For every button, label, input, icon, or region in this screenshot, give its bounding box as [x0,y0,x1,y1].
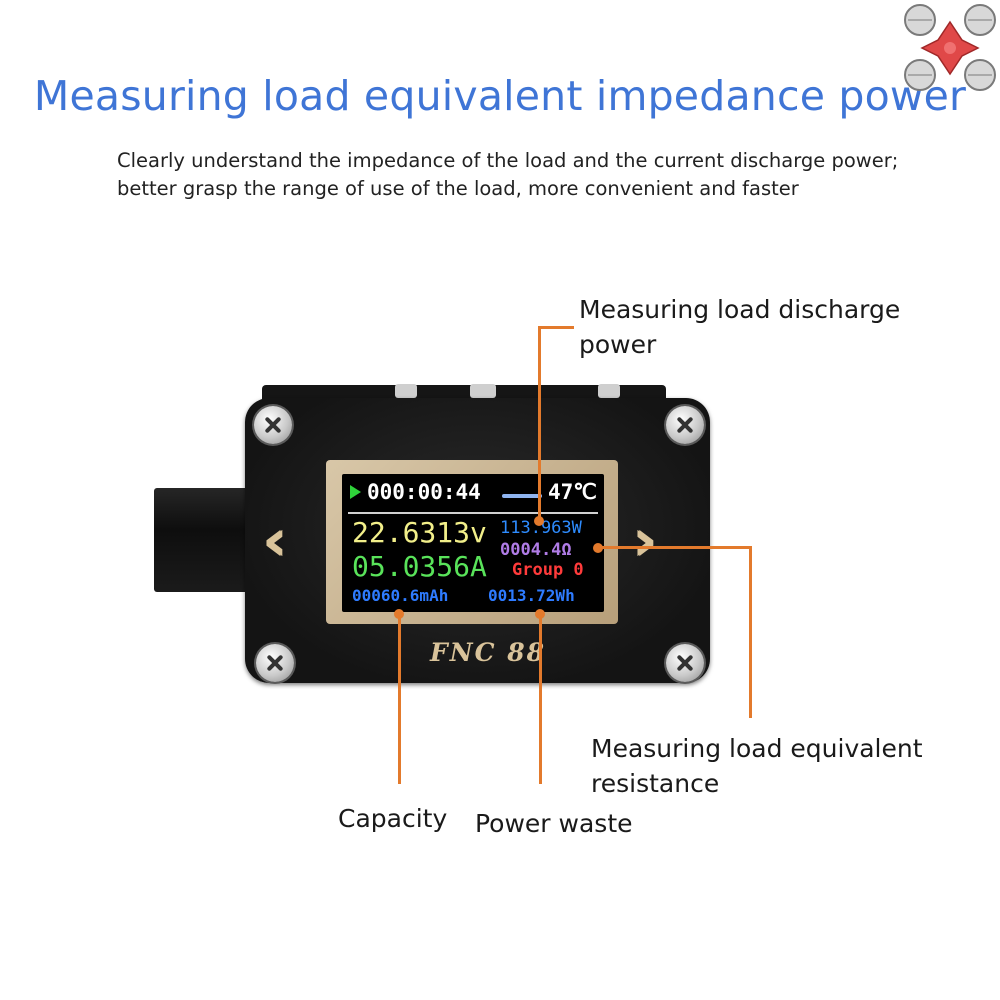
callout-dot-power [534,516,544,526]
status-bar-indicator [502,494,542,498]
screen-divider [348,512,598,514]
page-title: Measuring load equivalent impedance powe… [33,72,967,120]
side-button [395,384,417,398]
callout-line-resistance [598,546,752,549]
callout-power-waste: Power waste [475,809,633,838]
play-icon [350,485,361,499]
callout-capacity: Capacity [338,804,448,833]
timer-readout: 000:00:44 [367,480,481,504]
energy-readout: 0013.72Wh [488,586,575,605]
group-readout: Group 0 [512,560,584,580]
callout-line-power [538,326,541,521]
voltage-readout: 22.6313v [352,516,487,549]
screw-icon [666,406,704,444]
chevron-left-icon: ‹‹ [262,506,287,574]
device-brand-label: FNC 88 [430,638,546,667]
drone-logo-icon [904,4,996,91]
resistance-readout: 0004.4Ω [500,540,572,560]
callout-equivalent-resistance: Measuring load equivalent resistance [591,734,923,798]
current-readout: 05.0356A [352,550,487,583]
side-button [470,384,496,398]
callout-line-resistance [749,546,752,718]
usb-type-c-plug [154,488,254,592]
side-button [598,384,620,398]
lcd-screen: 000:00:44 47℃ 22.6313v 05.0356A 113.963W… [342,474,604,612]
chevron-right-icon: ›› [632,506,657,574]
capacity-readout: 00060.6mAh [352,586,449,605]
callout-discharge-power: Measuring load discharge power [579,295,901,359]
screw-icon [666,644,704,682]
screw-icon [256,644,294,682]
callout-line-power-waste [539,612,542,784]
temperature-readout: 47℃ [548,480,597,504]
callout-line-capacity [398,612,401,784]
power-readout: 113.963W [500,518,582,538]
screw-icon [254,406,292,444]
page-subtitle: Clearly understand the impedance of the … [117,149,899,200]
callout-line-power [538,326,574,329]
